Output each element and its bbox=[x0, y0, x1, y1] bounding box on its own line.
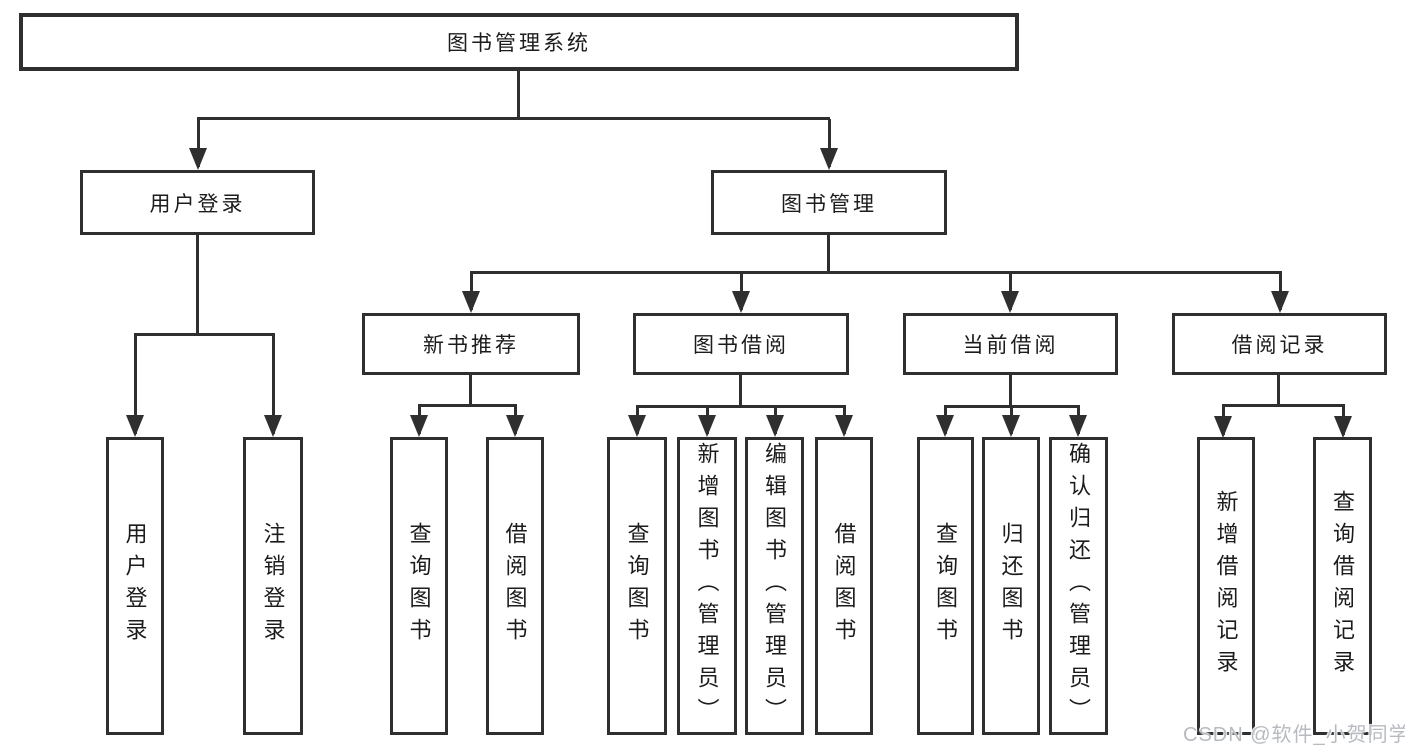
node-leaf-br-query-record: 查询借阅记录 bbox=[1313, 437, 1372, 735]
connector-current-borrowing-stub bbox=[1009, 375, 1012, 407]
node-label: 新增借阅记录 bbox=[1213, 490, 1239, 682]
node-label: 图书管理 bbox=[781, 192, 877, 216]
node-label: 新增图书（管理员） bbox=[694, 442, 720, 730]
connector-current-borrowing-rail bbox=[944, 405, 1080, 408]
node-label: 借阅图书 bbox=[831, 522, 857, 650]
node-label: 图书管理系统 bbox=[447, 32, 591, 55]
connector-level2-rail bbox=[197, 117, 830, 120]
connector-new-book-rail bbox=[418, 404, 517, 407]
node-leaf-logout: 注销登录 bbox=[243, 437, 303, 735]
node-leaf-br-add-record: 新增借阅记录 bbox=[1197, 437, 1255, 735]
node-label: 确认归还（管理员） bbox=[1066, 442, 1092, 730]
node-leaf-bb-query-books: 查询图书 bbox=[607, 437, 667, 735]
connector-root-stub bbox=[517, 71, 520, 119]
node-book-management: 图书管理 bbox=[711, 170, 947, 235]
node-label: 查询图书 bbox=[406, 522, 432, 650]
node-leaf-cb-return-books: 归还图书 bbox=[982, 437, 1040, 735]
node-leaf-cb-query-books: 查询图书 bbox=[917, 437, 974, 735]
node-leaf-bb-edit-books: 编辑图书（管理员） bbox=[745, 437, 804, 735]
node-label: 编辑图书（管理员） bbox=[762, 442, 788, 730]
node-label: 新书推荐 bbox=[423, 334, 519, 357]
node-label: 查询图书 bbox=[624, 522, 650, 650]
node-new-book-recommendation: 新书推荐 bbox=[362, 313, 580, 375]
node-label: 注销登录 bbox=[260, 522, 286, 650]
node-label: 查询图书 bbox=[933, 522, 959, 650]
node-label: 借阅图书 bbox=[502, 522, 528, 650]
connector-book-borrowing-stub bbox=[739, 375, 742, 407]
node-current-borrowing: 当前借阅 bbox=[903, 313, 1118, 375]
node-label: 用户登录 bbox=[122, 522, 148, 650]
node-label: 归还图书 bbox=[998, 522, 1024, 650]
node-borrowing-records: 借阅记录 bbox=[1172, 313, 1387, 375]
node-library-management-system: 图书管理系统 bbox=[19, 13, 1019, 71]
node-leaf-user-login: 用户登录 bbox=[106, 437, 164, 735]
node-label: 查询借阅记录 bbox=[1330, 490, 1356, 682]
connector-user-login-rail bbox=[134, 333, 275, 336]
node-leaf-nb-borrow-books: 借阅图书 bbox=[486, 437, 544, 735]
csdn-watermark: CSDN @软件_小贺同学 bbox=[1183, 724, 1405, 746]
connector-book-management-stub bbox=[827, 235, 830, 273]
node-leaf-nb-query-books: 查询图书 bbox=[390, 437, 448, 735]
node-label: 当前借阅 bbox=[962, 334, 1059, 357]
connector-new-book-stub bbox=[469, 375, 472, 406]
node-book-borrowing: 图书借阅 bbox=[633, 313, 849, 375]
connector-borrowing-records-rail bbox=[1222, 404, 1345, 407]
node-leaf-cb-confirm-return: 确认归还（管理员） bbox=[1049, 437, 1108, 735]
node-label: 图书借阅 bbox=[693, 334, 789, 357]
connector-user-login-stub bbox=[196, 235, 199, 335]
node-leaf-bb-borrow-books: 借阅图书 bbox=[815, 437, 873, 735]
connector-level3-rail bbox=[470, 271, 1282, 274]
connector-book-borrowing-rail bbox=[636, 405, 846, 408]
node-user-login: 用户登录 bbox=[80, 170, 315, 235]
node-leaf-bb-add-books: 新增图书（管理员） bbox=[677, 437, 737, 735]
node-label: 借阅记录 bbox=[1231, 334, 1328, 357]
connector-borrowing-records-stub bbox=[1277, 375, 1280, 406]
node-label: 用户登录 bbox=[149, 192, 246, 216]
